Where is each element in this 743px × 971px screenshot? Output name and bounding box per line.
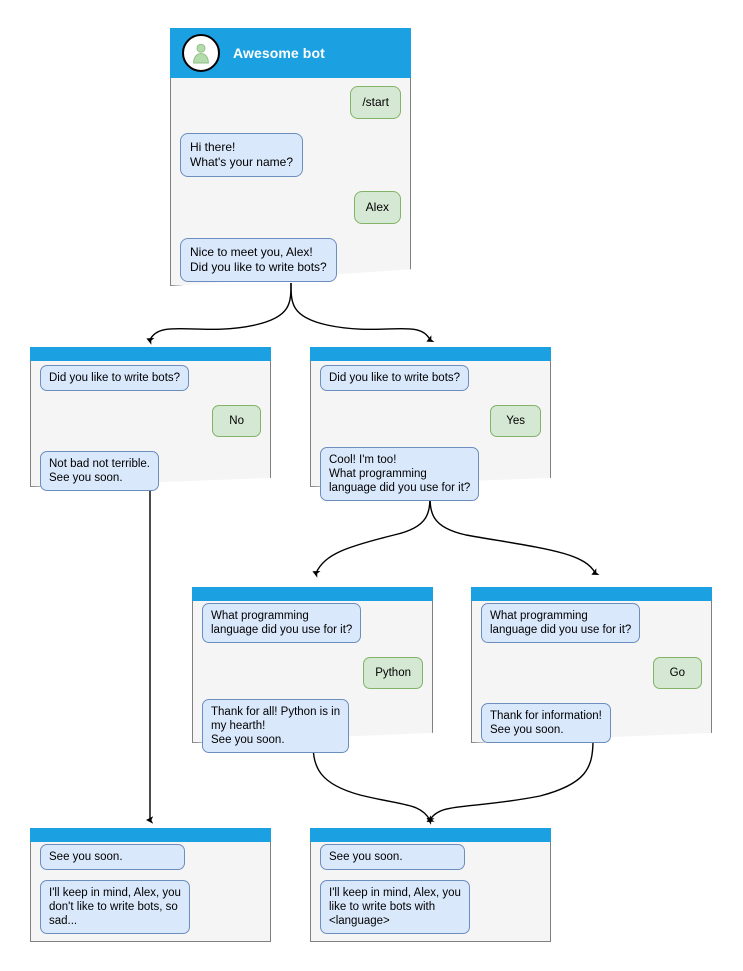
user-message-bubble[interactable]: /start [350,86,401,119]
user-message-bubble[interactable]: No [212,405,261,437]
spacer [481,689,702,703]
message-row: Yes [320,405,541,437]
card-end-yes[interactable]: See you soon. I'll keep in mind, Alex, y… [310,828,551,942]
bot-message-bubble[interactable]: Thank for all! Python is in my hearth! S… [202,699,350,753]
spacer [180,119,401,133]
spacer [40,870,261,880]
card-title: Awesome bot [233,45,325,61]
card-end-no[interactable]: See you soon. I'll keep in mind, Alex, y… [30,828,271,942]
bot-message-bubble[interactable]: Hi there! What's your name? [180,133,304,177]
spacer [40,437,261,451]
message-row: I'll keep in mind, Alex, you like to wri… [320,880,541,934]
card-header-bar [30,828,271,842]
connector-yes-to-go [429,491,600,575]
message-row: Did you like to write bots? [40,365,261,391]
chat-thread-python: What programming language did you use fo… [192,603,433,753]
card-branch-no[interactable]: Did you like to write bots? No Not bad n… [30,347,271,491]
card-header-bar: Awesome bot [170,28,411,78]
bot-message-bubble[interactable]: Did you like to write bots? [320,365,470,391]
connector-go-to-end [426,739,594,825]
connector-root-to-no [146,282,292,345]
bot-message-bubble[interactable]: Thank for information! See you soon. [481,703,611,743]
connector-root-to-yes [290,282,435,343]
card-header-bar [30,347,271,361]
card-awesome-bot-root[interactable]: Awesome bot /start Hi there! What's your… [170,28,411,286]
message-row: See you soon. [40,844,261,870]
spacer [180,224,401,238]
card-header-bar [310,828,551,842]
connector-yes-to-python [312,491,431,578]
spacer [202,689,423,699]
message-row: Python [202,657,423,689]
message-row: See you soon. [320,844,541,870]
bot-message-bubble[interactable]: Nice to meet you, Alex! Did you like to … [180,238,337,282]
card-header-bar [310,347,551,361]
chat-thread-root: /start Hi there! What's your name? Alex … [170,86,411,282]
message-row: Thank for information! See you soon. [481,703,702,743]
message-row: No [40,405,261,437]
bot-message-bubble[interactable]: Did you like to write bots? [40,365,190,391]
card-branch-yes[interactable]: Did you like to write bots? Yes Cool! I'… [310,347,551,501]
spacer [180,177,401,191]
message-row: Cool! I'm too! What programming language… [320,447,541,501]
connector-python-to-end [312,742,435,823]
bot-message-bubble[interactable]: See you soon. [320,844,465,870]
bot-message-bubble[interactable]: I'll keep in mind, Alex, you like to wri… [320,880,470,934]
message-row: What programming language did you use fo… [481,603,702,643]
bot-message-bubble[interactable]: What programming language did you use fo… [481,603,641,643]
card-header-bar [192,587,433,601]
bot-message-bubble[interactable]: See you soon. [40,844,185,870]
user-message-bubble[interactable]: Alex [353,191,401,224]
chat-thread-end-no: See you soon. I'll keep in mind, Alex, y… [30,844,271,934]
chat-thread-end-yes: See you soon. I'll keep in mind, Alex, y… [310,844,551,934]
spacer [202,643,423,657]
bot-message-bubble[interactable]: What programming language did you use fo… [202,603,362,643]
bot-message-bubble[interactable]: Cool! I'm too! What programming language… [320,447,480,501]
spacer [481,643,702,657]
spacer [320,870,541,880]
user-message-bubble[interactable]: Go [652,657,702,689]
bot-message-bubble[interactable]: I'll keep in mind, Alex, you don't like … [40,880,190,934]
chat-thread-go: What programming language did you use fo… [471,603,712,743]
bot-message-bubble[interactable]: Not bad not terrible. See you soon. [40,451,160,491]
message-row: Not bad not terrible. See you soon. [40,451,261,491]
person-avatar-icon [182,34,220,72]
message-row: I'll keep in mind, Alex, you don't like … [40,880,261,934]
message-row: Go [481,657,702,689]
message-row: Hi there! What's your name? [180,133,401,177]
chat-thread-yes: Did you like to write bots? Yes Cool! I'… [310,365,551,501]
message-row: Thank for all! Python is in my hearth! S… [202,699,423,753]
card-header-bar [471,587,712,601]
user-message-bubble[interactable]: Yes [490,405,541,437]
message-row: Nice to meet you, Alex! Did you like to … [180,238,401,282]
message-row: Alex [180,191,401,224]
chat-thread-no: Did you like to write bots? No Not bad n… [30,365,271,491]
spacer [320,437,541,447]
message-row: What programming language did you use fo… [202,603,423,643]
message-row: /start [180,86,401,119]
card-branch-go[interactable]: What programming language did you use fo… [471,587,712,743]
user-message-bubble[interactable]: Python [363,657,423,689]
spacer [40,391,261,405]
card-branch-python[interactable]: What programming language did you use fo… [192,587,433,753]
message-row: Did you like to write bots? [320,365,541,391]
spacer [320,391,541,405]
